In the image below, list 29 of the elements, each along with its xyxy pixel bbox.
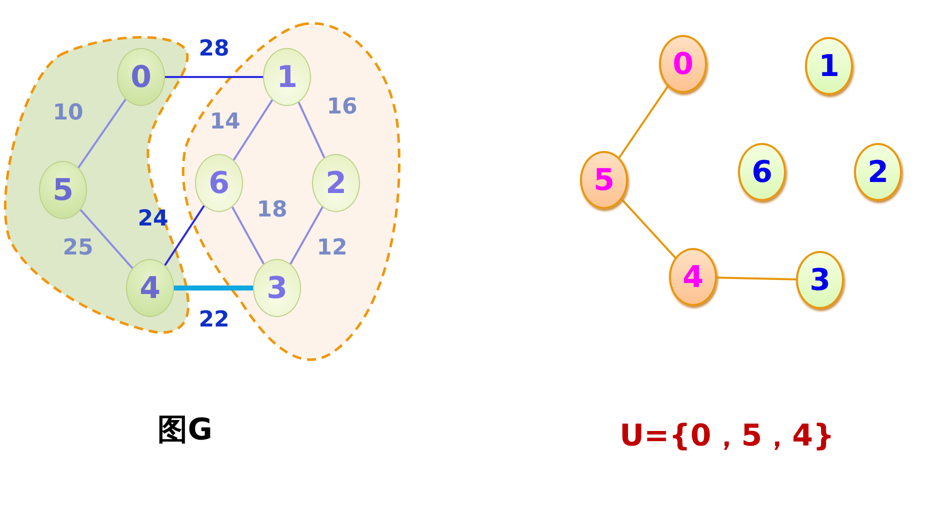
edge <box>290 206 324 264</box>
edge <box>174 286 253 290</box>
edge <box>618 86 669 158</box>
vertex-circle: 3 <box>796 251 844 309</box>
vertex-circle: 4 <box>669 248 717 306</box>
vertex-circle: 1 <box>805 37 853 95</box>
edge-label: 22 <box>198 308 230 332</box>
edge-label: 24 <box>138 206 168 232</box>
edge <box>716 276 796 280</box>
edge-label: 12 <box>316 236 348 260</box>
edge <box>164 205 205 266</box>
graph-title: 图G <box>158 412 212 450</box>
edge-label: 16 <box>326 94 358 120</box>
edge-label: 18 <box>256 198 288 222</box>
edge <box>298 102 326 158</box>
edge <box>80 209 134 269</box>
vertex-circle: 5 <box>580 151 628 209</box>
set-label: U={0，5，4} <box>620 418 834 456</box>
vertex-circle: 0 <box>659 35 707 93</box>
edge-label: 14 <box>210 110 240 134</box>
edge-label: 10 <box>52 100 84 126</box>
vertex-circle: 6 <box>738 143 786 201</box>
edge-label: 25 <box>62 236 94 260</box>
edge <box>232 99 274 161</box>
edge <box>621 198 676 258</box>
vertex-circle: 2 <box>854 143 902 201</box>
edge <box>231 206 265 264</box>
edge-label: 28 <box>198 36 230 62</box>
edge <box>78 98 126 168</box>
